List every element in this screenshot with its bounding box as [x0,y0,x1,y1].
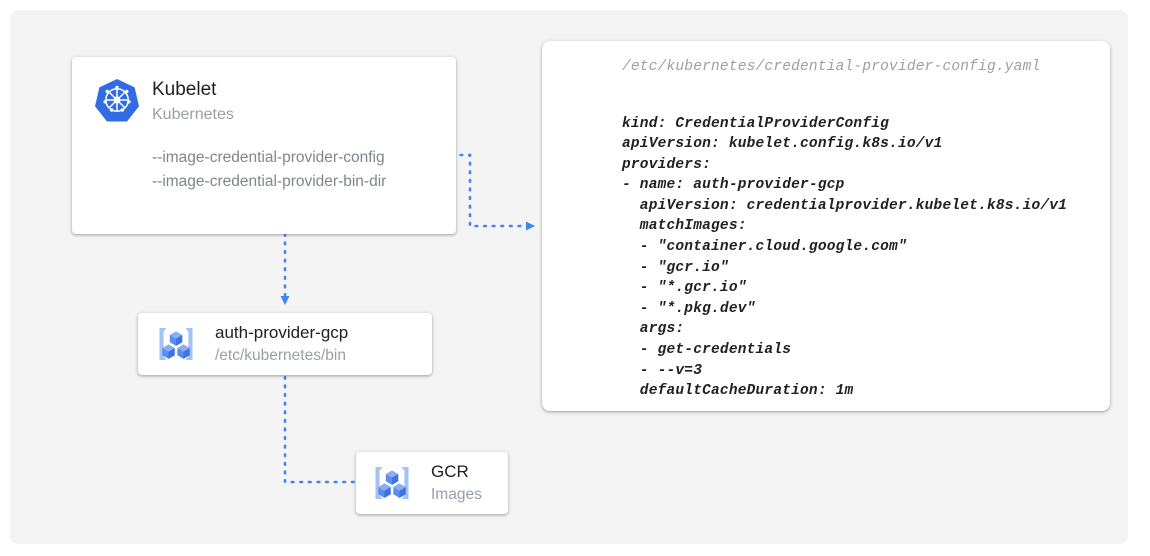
kubelet-flag-image-credential-provider-config: --image-credential-provider-config [152,149,385,166]
yaml-content: kind: CredentialProviderConfig apiVersio… [622,115,1068,400]
yaml-filename-label: /etc/kubernetes/credential-provider-conf… [622,59,1041,75]
kubernetes-helm-wheel-icon [94,77,140,123]
auth-provider-gcp-card-title: auth-provider-gcp [215,323,349,342]
gcp-container-registry-icon [368,459,416,507]
gcr-card-subtitle: Images [431,486,482,503]
kubelet-card-subtitle: Kubernetes [152,106,234,123]
auth-provider-gcp-card[interactable]: auth-provider-gcp /etc/kubernetes/bin [138,313,432,375]
kubelet-card-title: Kubelet [152,79,217,100]
gcr-card[interactable]: GCR Images [356,452,508,514]
gcr-card-title: GCR [431,462,469,481]
auth-provider-gcp-card-subtitle: /etc/kubernetes/bin [215,347,346,364]
gcp-container-registry-icon [152,320,200,368]
kubelet-flag-image-credential-provider-bin-dir: --image-credential-provider-bin-dir [152,173,387,190]
credential-provider-config-panel[interactable]: /etc/kubernetes/credential-provider-conf… [542,41,1110,411]
kubelet-card[interactable]: Kubelet Kubernetes --image-credential-pr… [72,57,456,234]
